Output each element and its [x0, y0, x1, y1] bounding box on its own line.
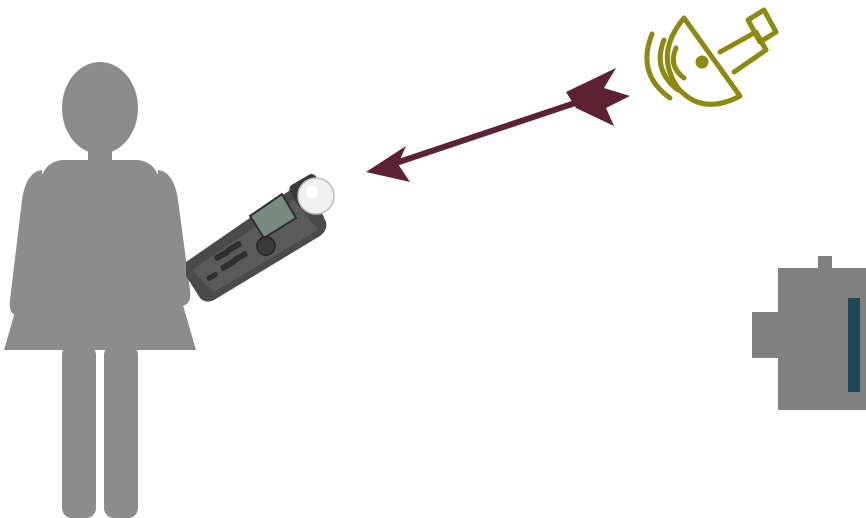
- person-icon: [4, 62, 196, 518]
- incident-light-arrow: [366, 68, 630, 182]
- spotlight-icon: [647, 10, 776, 104]
- camera-icon: [752, 256, 866, 410]
- light-meter-icon: [186, 172, 334, 301]
